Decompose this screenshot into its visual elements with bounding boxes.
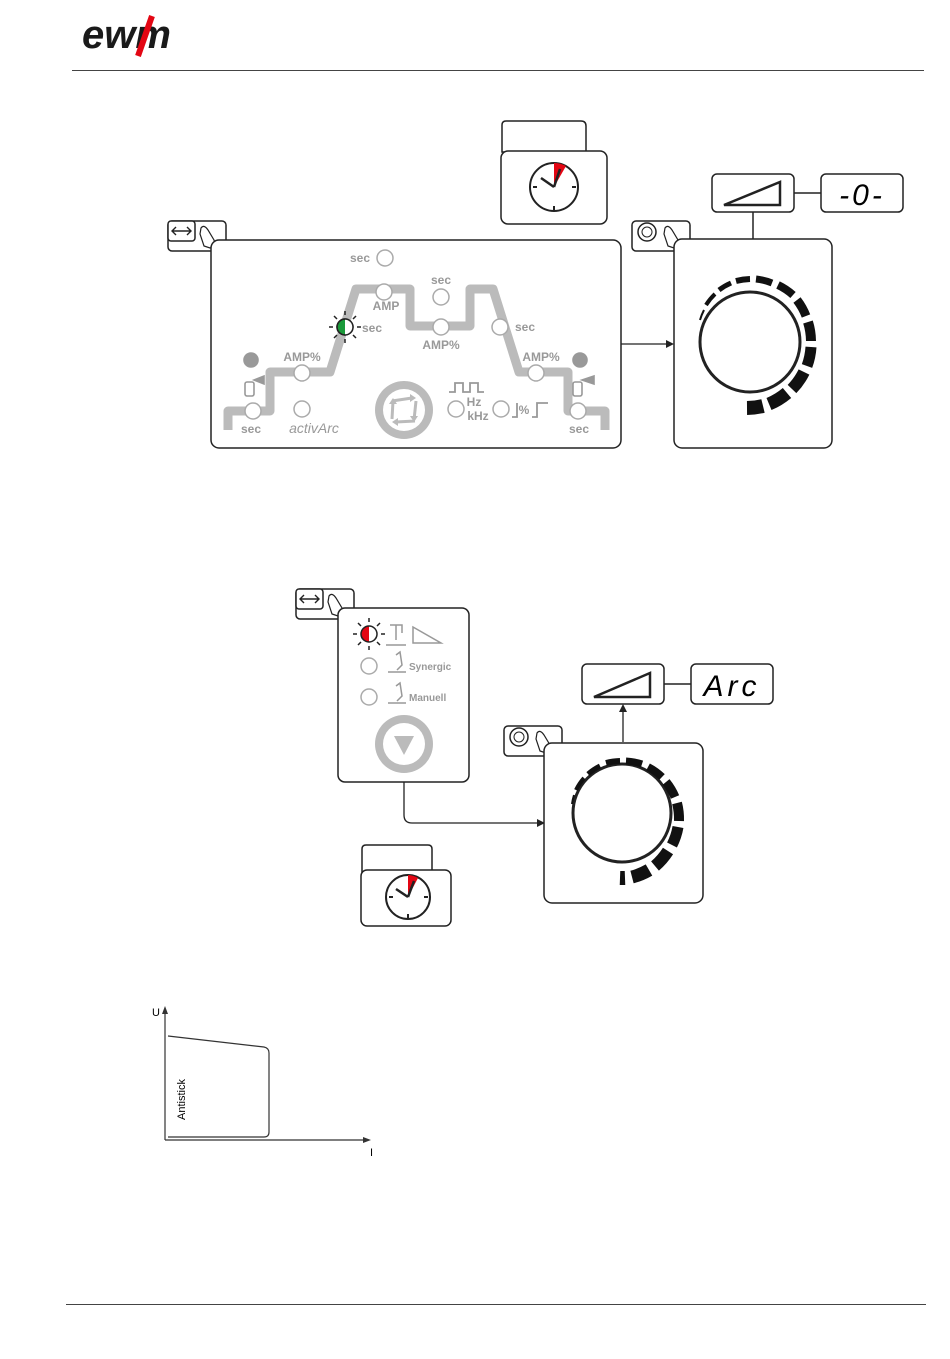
led-pulse-frequency [448,401,464,417]
clock-icon [386,875,430,919]
header-rule [72,70,924,71]
svg-text:sec: sec [515,320,535,334]
svg-text:%: % [519,403,530,417]
display-value: Arc [702,670,761,703]
synergic-label: Synergic [409,662,452,673]
activarc-label: activArc [289,420,339,436]
svg-text:AMP%: AMP% [283,350,321,364]
svg-text:kHz: kHz [467,409,488,423]
mode-down-button[interactable] [375,715,433,773]
led-secondary-time [433,289,449,305]
x-axis-label: I [370,1147,373,1159]
manuell-label: Manuell [409,693,446,704]
svg-text:Hz: Hz [467,395,482,409]
led-manuell [361,689,377,705]
footer-rule [66,1304,926,1305]
y-axis-label: U [152,1007,160,1019]
diagram-1: -0- sec [0,100,950,470]
led-end-current [528,365,544,381]
diagram-2: Synergic Manuell Arc [0,585,950,930]
led-down-slope [492,319,508,335]
svg-text:sec: sec [362,321,382,335]
antistick-label: Antistick [176,1079,188,1120]
led-post-flow [570,403,586,419]
led-gas-pre-flow-time [377,250,393,266]
svg-text:sec: sec [569,422,589,436]
antistick-graph: U I Antistick [140,1000,390,1165]
timer-card [501,121,607,224]
led-synergic [361,658,377,674]
led-secondary-current [433,319,449,335]
timer-card-2 [361,845,451,926]
svg-text:AMP: AMP [373,299,400,313]
led-pre-flow [245,403,261,419]
ramp-box-2 [582,664,664,704]
logo-text: ewm [82,13,171,57]
function-display-2: Arc [691,664,773,704]
header: ewm [0,0,950,75]
svg-text:sec: sec [431,273,451,287]
function-display: -0- [821,174,903,212]
sequence-select-button[interactable] [375,381,433,439]
svg-text:AMP%: AMP% [522,350,560,364]
ramp-box [712,174,794,212]
led-activarc [294,401,310,417]
svg-text:sec: sec [241,422,261,436]
led-start-current [294,365,310,381]
display-value: -0- [839,179,885,212]
svg-text:sec: sec [350,251,370,265]
led-main-current [376,284,392,300]
clock-icon [530,163,578,211]
ewm-logo: ewm [78,10,218,62]
led-pulse-balance [493,401,509,417]
svg-text:AMP%: AMP% [422,338,460,352]
